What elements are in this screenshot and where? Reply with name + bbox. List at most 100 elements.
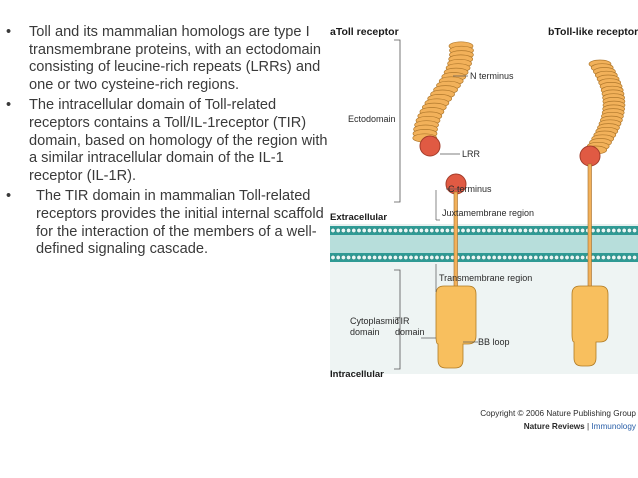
- lipid-head: [476, 228, 482, 233]
- lipid-head: [548, 228, 554, 233]
- lipid-head: [392, 255, 398, 260]
- lipid-head: [502, 255, 508, 260]
- lipid-head: [538, 228, 544, 233]
- lipid-head: [470, 228, 476, 233]
- label-extracellular: Extracellular: [330, 212, 387, 223]
- tlr-cysteine: [579, 145, 601, 167]
- label-juxtamembrane: Juxtamembrane region: [442, 208, 534, 218]
- lipid-head: [606, 255, 612, 260]
- lipid-head: [418, 255, 424, 260]
- lipid-head: [429, 228, 435, 233]
- lipid-head: [470, 255, 476, 260]
- lipid-head: [460, 228, 466, 233]
- lipid-heads-top: [330, 228, 638, 233]
- bullet-item-1: • Toll and its mammalian homologs are ty…: [6, 24, 328, 94]
- plasma-membrane: [330, 226, 638, 262]
- bullet-item-3: • The TIR domain in mammalian Toll-relat…: [6, 188, 328, 258]
- lipid-head: [600, 255, 606, 260]
- lipid-head: [507, 255, 513, 260]
- lipid-head: [574, 228, 580, 233]
- label-transmembrane: Transmembrane region: [439, 273, 532, 283]
- lipid-head: [387, 228, 393, 233]
- label-lrr: LRR: [462, 149, 481, 159]
- lipid-head: [356, 255, 362, 260]
- bullet-list: • Toll and its mammalian homologs are ty…: [6, 24, 328, 262]
- lipid-head: [346, 228, 352, 233]
- lipid-head: [522, 255, 528, 260]
- bullet-symbol: •: [6, 24, 12, 40]
- lipid-head: [387, 255, 393, 260]
- bullet-item-2: • The intracellular domain of Toll-relat…: [6, 97, 328, 185]
- lipid-head: [517, 255, 523, 260]
- lipid-head: [330, 228, 336, 233]
- lipid-head: [569, 255, 575, 260]
- lipid-head: [361, 255, 367, 260]
- copyright-text: Copyright © 2006 Nature Publishing Group: [480, 409, 636, 418]
- panel-a-title-text: Toll receptor: [336, 26, 399, 38]
- lipid-head: [554, 255, 560, 260]
- lipid-head: [330, 255, 336, 260]
- lipid-head: [346, 255, 352, 260]
- lipid-head: [444, 255, 450, 260]
- bullet-text-2: The intracellular domain of Toll-related…: [29, 97, 328, 184]
- lipid-head: [439, 255, 445, 260]
- tlr-tir-domain: [571, 285, 609, 367]
- lipid-head: [418, 228, 424, 233]
- lipid-head: [569, 228, 575, 233]
- lipid-head: [595, 228, 601, 233]
- lipid-head: [351, 228, 357, 233]
- lipid-head: [481, 255, 487, 260]
- toll-receptor-diagram: aToll receptor bToll-like receptor N ter…: [328, 24, 638, 454]
- lipid-head: [528, 228, 534, 233]
- label-cytoplasmic-line2: domain: [350, 327, 380, 337]
- label-tir: TIR domain: [395, 316, 425, 337]
- bullet-text-1: Toll and its mammalian homologs are type…: [29, 24, 322, 93]
- lipid-head: [481, 228, 487, 233]
- panel-b-title: bToll-like receptor: [548, 26, 638, 38]
- bullet-text-3: The TIR domain in mammalian Toll-related…: [36, 188, 324, 258]
- lipid-head: [616, 255, 622, 260]
- lipid-head: [335, 228, 341, 233]
- lipid-head: [626, 255, 632, 260]
- lipid-head: [632, 228, 638, 233]
- label-bb-loop: BB loop: [478, 337, 510, 347]
- label-tir-line1: TIR: [395, 316, 410, 326]
- lipid-head: [496, 228, 502, 233]
- lipid-head: [548, 255, 554, 260]
- toll-like-receptor: [571, 59, 626, 367]
- lipid-head: [491, 228, 497, 233]
- lipid-head: [621, 228, 627, 233]
- lipid-head: [626, 228, 632, 233]
- lipid-head: [413, 255, 419, 260]
- lipid-head: [606, 228, 612, 233]
- lipid-head: [382, 228, 388, 233]
- journal-section: Immunology: [591, 422, 637, 431]
- lipid-head: [429, 255, 435, 260]
- lipid-head: [465, 228, 471, 233]
- toll-receptor: [412, 41, 477, 369]
- lipid-head: [574, 255, 580, 260]
- lipid-head: [580, 255, 586, 260]
- lipid-head: [559, 255, 565, 260]
- lipid-head: [382, 255, 388, 260]
- lipid-head: [538, 255, 544, 260]
- lipid-head: [507, 228, 513, 233]
- bracket-lines: [394, 39, 401, 370]
- lipid-head: [528, 255, 534, 260]
- lipid-head: [595, 255, 601, 260]
- lipid-head: [580, 228, 586, 233]
- lipid-head: [621, 255, 627, 260]
- lipid-head: [377, 255, 383, 260]
- lipid-head: [632, 255, 638, 260]
- leader-lines: [421, 75, 478, 343]
- lipid-head: [600, 228, 606, 233]
- panel-b-letter: b: [548, 26, 554, 38]
- lipid-head: [543, 228, 549, 233]
- lipid-head: [372, 228, 378, 233]
- lipid-head: [403, 228, 409, 233]
- lipid-head: [366, 255, 372, 260]
- lipid-head: [533, 228, 539, 233]
- lipid-head: [486, 255, 492, 260]
- lipid-head: [517, 228, 523, 233]
- tlr-transmembrane-stalk: [587, 163, 592, 293]
